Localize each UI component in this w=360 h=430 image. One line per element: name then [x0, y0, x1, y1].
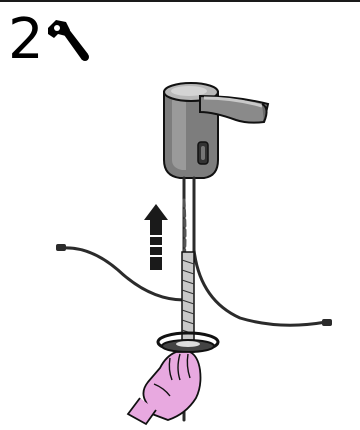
step-number: 2 [8, 7, 44, 72]
threaded-rod [181, 251, 195, 353]
up-arrow [144, 204, 168, 270]
top-rule [0, 0, 360, 2]
wrench-icon [48, 20, 89, 61]
hand [126, 351, 202, 426]
hose-fitting-left [56, 244, 66, 251]
hose-fitting-right [322, 319, 332, 326]
faucet-spout [199, 94, 270, 124]
faucet-body [163, 82, 219, 179]
